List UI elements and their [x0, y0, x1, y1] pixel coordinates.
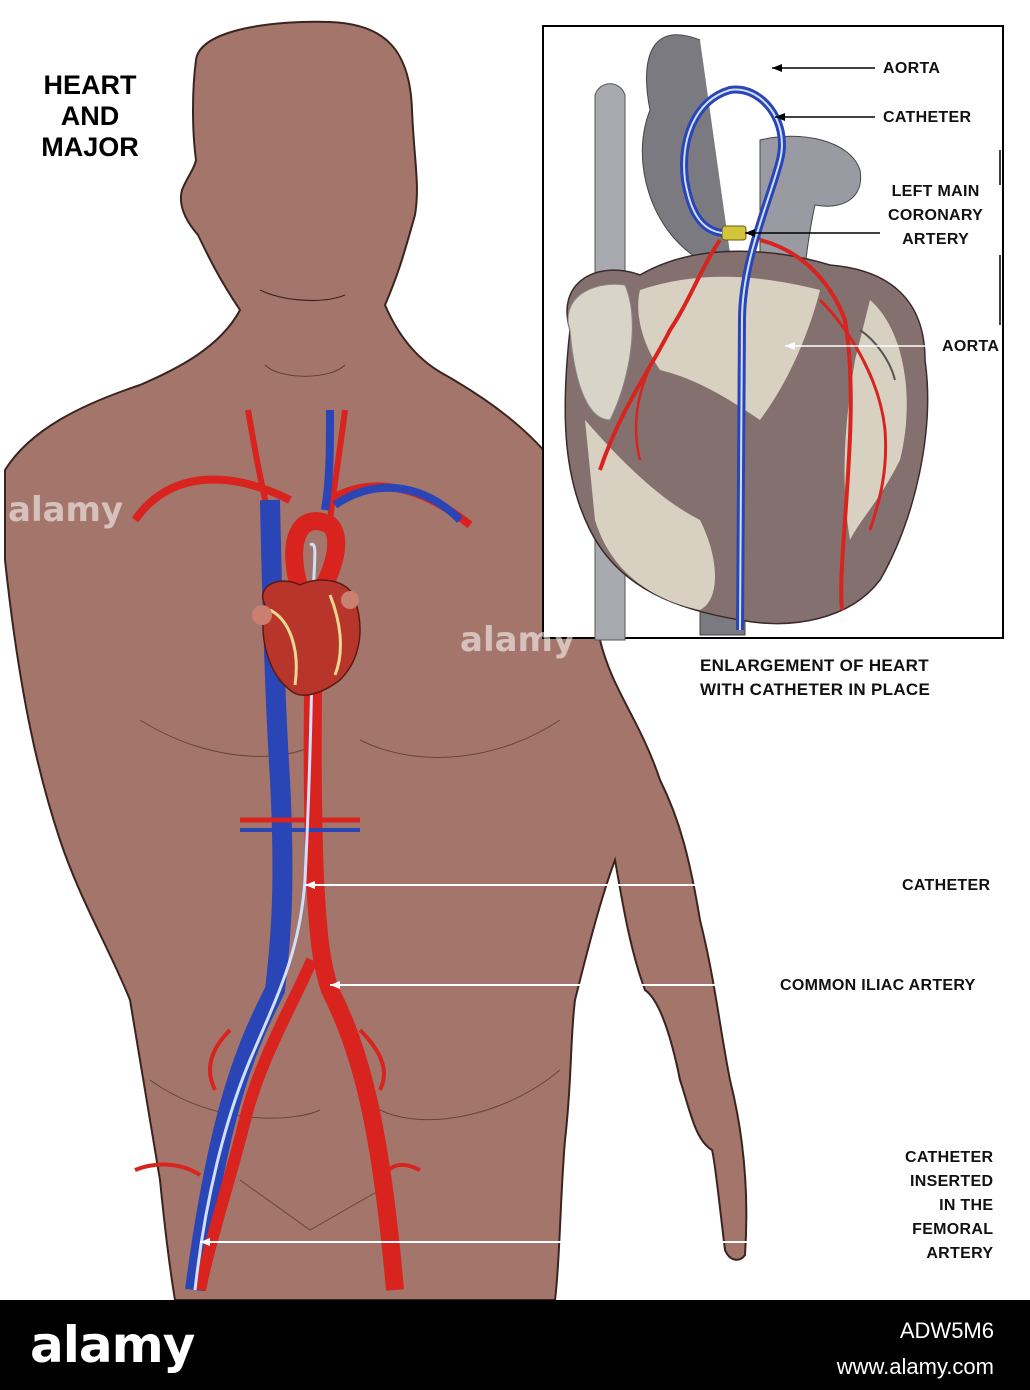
- label-catheter-inset: CATHETER: [883, 109, 972, 126]
- femoral-line-1: CATHETER: [905, 1149, 994, 1166]
- body-silhouette: [4, 20, 748, 1300]
- body-leader-lines: [200, 881, 915, 1246]
- footer-bar: alamy ADW5M6 www.alamy.com: [0, 1300, 1030, 1390]
- label-left-main-line-1: LEFT MAIN: [891, 183, 980, 200]
- title-line-1: HEART: [43, 70, 137, 100]
- anatomy-illustration: [4, 20, 1004, 1300]
- label-left-main-line-2: CORONARY: [888, 207, 984, 224]
- footer-image-id: ADW5M6: [899, 1318, 994, 1343]
- major-vessels: [131, 409, 473, 1292]
- femoral-line-4: FEMORAL: [912, 1221, 994, 1238]
- title-line-3: MAJOR: [41, 132, 139, 162]
- footer-logo: alamy: [30, 1316, 195, 1374]
- label-aorta-top: AORTA: [883, 60, 941, 77]
- small-heart: [252, 579, 361, 696]
- label-aorta-mid: AORTA: [942, 338, 1000, 355]
- title: HEART AND MAJOR: [30, 70, 150, 163]
- label-femoral-catheter: CATHETER INSERTED IN THE FEMORAL ARTERY: [905, 1146, 993, 1266]
- inset-caption-line-1: ENLARGEMENT OF HEART: [700, 656, 929, 675]
- watermark-2: alamy: [460, 620, 576, 660]
- title-line-2: AND: [60, 101, 120, 131]
- label-common-iliac-artery: COMMON ILIAC ARTERY: [780, 977, 976, 994]
- label-catheter-body: CATHETER: [902, 877, 991, 894]
- inset-caption: ENLARGEMENT OF HEART WITH CATHETER IN PL…: [700, 654, 930, 702]
- inset-caption-line-2: WITH CATHETER IN PLACE: [700, 680, 931, 699]
- femoral-line-5: ARTERY: [926, 1245, 994, 1262]
- femoral-line-2: INSERTED: [910, 1173, 994, 1190]
- label-left-main-coronary-artery: LEFT MAIN CORONARY ARTERY: [888, 180, 983, 252]
- inset-panel: [542, 25, 1004, 641]
- watermark-1: alamy: [8, 490, 124, 530]
- femoral-line-3: IN THE: [939, 1197, 994, 1214]
- label-left-main-line-3: ARTERY: [902, 231, 970, 248]
- footer-site: www.alamy.com: [836, 1354, 994, 1379]
